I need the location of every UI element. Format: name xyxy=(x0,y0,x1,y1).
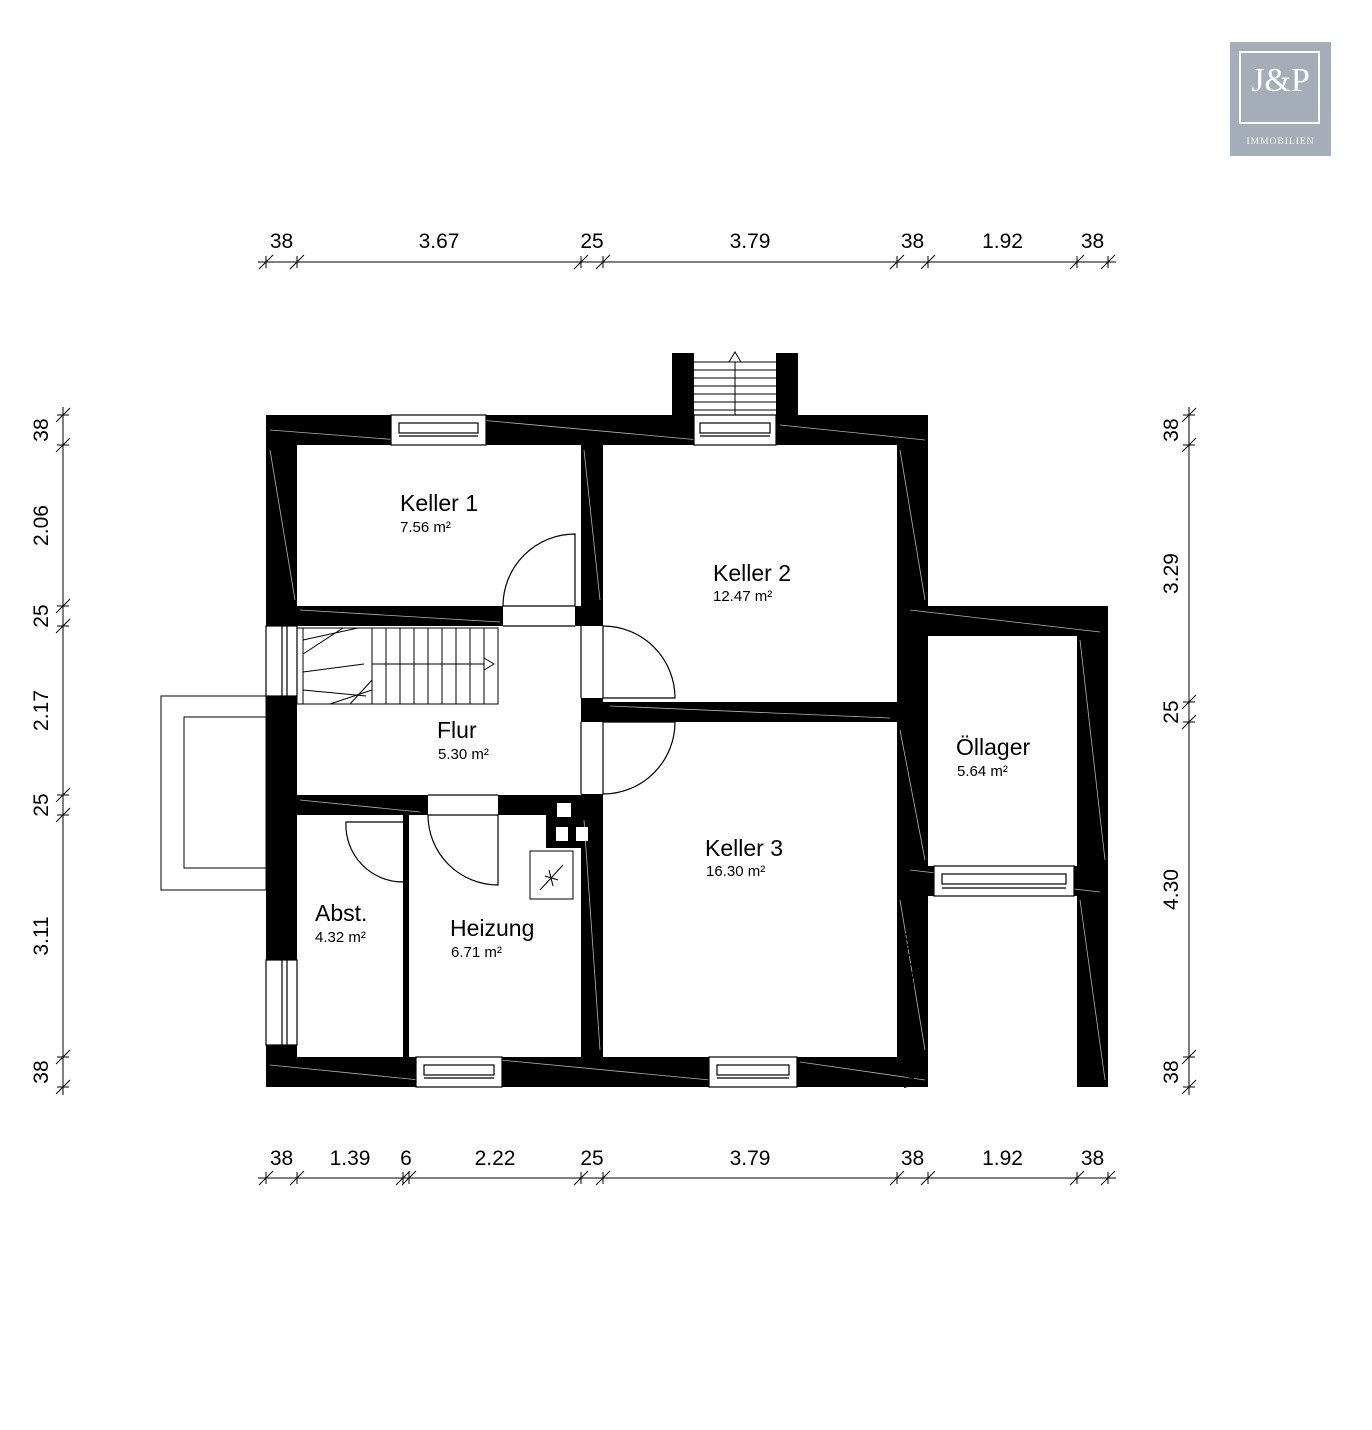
dimension-label: 38 xyxy=(30,1060,53,1083)
room-name-oellager: Öllager xyxy=(956,734,1030,760)
dimension-label: 25 xyxy=(580,1147,603,1170)
window-heizung xyxy=(415,1056,503,1088)
room-area-keller2: 12.47 m² xyxy=(713,588,772,605)
dimension-label: 25 xyxy=(1160,700,1183,723)
boiler xyxy=(529,850,574,900)
dimension-chain-bottom: 38 1.39 6 2.22 25 3.79 38 1.92 38 xyxy=(258,1147,1116,1186)
dimension-label: 38 xyxy=(270,230,293,253)
door-swing-abst xyxy=(345,821,404,883)
walls xyxy=(266,353,1108,1087)
dimension-label: 25 xyxy=(30,793,53,816)
dimension-chain-top: 38 3.67 25 3.79 38 1.92 38 xyxy=(258,230,1116,270)
windows xyxy=(265,414,1075,1088)
stairs-entry xyxy=(694,351,776,415)
dimension-label: 4.30 xyxy=(1160,869,1183,910)
dimension-chain-left: 38 2.06 25 2.17 25 3.11 38 xyxy=(30,407,71,1095)
dimension-label: 3.67 xyxy=(419,230,460,253)
window-abst-west xyxy=(265,959,298,1046)
dimension-label: 6 xyxy=(400,1147,412,1170)
door-swing-keller1 xyxy=(502,533,576,607)
dimension-label: 1.92 xyxy=(982,230,1023,253)
door-opening-keller2 xyxy=(581,626,603,698)
wall-entry-right xyxy=(776,353,798,445)
door-opening-keller3 xyxy=(581,722,603,794)
dimension-label: 38 xyxy=(901,1147,924,1170)
chimney xyxy=(546,800,602,848)
window-keller3 xyxy=(708,1056,798,1088)
dimension-label: 2.17 xyxy=(30,690,53,731)
logo-mark: J&P xyxy=(1251,62,1310,99)
door-opening-keller1 xyxy=(503,606,575,626)
dimension-label: 3.29 xyxy=(1160,553,1183,594)
dimension-label: 3.79 xyxy=(730,1147,771,1170)
room-area-oellager: 5.64 m² xyxy=(957,763,1008,780)
door-swings xyxy=(345,533,676,886)
window-oellager xyxy=(933,865,1075,897)
dimension-label: 38 xyxy=(1081,230,1104,253)
room-area-keller3: 16.30 m² xyxy=(706,863,765,880)
room-area-keller1: 7.56 m² xyxy=(400,519,451,536)
stairs-internal xyxy=(296,627,499,705)
light-well xyxy=(160,695,267,891)
room-labels: Keller 1 7.56 m² Keller 2 12.47 m² Flur … xyxy=(315,490,1030,961)
dimension-label: 1.92 xyxy=(982,1147,1023,1170)
room-name-flur: Flur xyxy=(437,717,477,743)
room-area-heizung: 6.71 m² xyxy=(451,944,502,961)
dimension-label: 25 xyxy=(30,604,53,627)
room-name-keller1: Keller 1 xyxy=(400,490,478,516)
doors xyxy=(428,605,604,816)
chimney-flues xyxy=(556,803,588,841)
wall-entry-left xyxy=(672,353,694,445)
watermark-text: www.grundriss.com xyxy=(898,932,918,1089)
dimension-label: 38 xyxy=(1160,1060,1183,1083)
window-keller1 xyxy=(390,414,487,446)
door-swing-heizung xyxy=(427,814,499,886)
dimension-label: 1.39 xyxy=(330,1147,371,1170)
window-flur-west xyxy=(265,625,298,697)
logo-frame xyxy=(1239,51,1320,124)
room-name-keller2: Keller 2 xyxy=(713,560,791,586)
logo-subtitle: IMMOBILIEN xyxy=(1246,137,1315,147)
wall-oellager-east xyxy=(1077,606,1108,1087)
room-name-abst: Abst. xyxy=(315,900,367,926)
dimension-label: 3.79 xyxy=(730,230,771,253)
dimension-label: 25 xyxy=(580,230,603,253)
wall-abst-heizung xyxy=(403,815,409,1057)
dimension-label: 38 xyxy=(270,1147,293,1170)
jp-immobilien-logo: J&P IMMOBILIEN xyxy=(1230,42,1331,156)
room-name-heizung: Heizung xyxy=(450,915,534,941)
dimension-label: 38 xyxy=(1160,418,1183,441)
dimension-label: 2.06 xyxy=(30,505,53,546)
dimension-label: 38 xyxy=(901,230,924,253)
dimension-chain-right: 38 3.29 25 4.30 38 xyxy=(1160,407,1197,1095)
wall-north xyxy=(266,415,928,445)
door-swing-keller3 xyxy=(602,721,676,795)
dimension-label: 2.22 xyxy=(475,1147,516,1170)
room-name-keller3: Keller 3 xyxy=(705,835,783,861)
window-entry xyxy=(693,414,777,446)
dimension-label: 38 xyxy=(1081,1147,1104,1170)
door-opening-heizung xyxy=(428,795,498,815)
wall-south xyxy=(266,1057,928,1087)
door-swing-keller2 xyxy=(602,625,676,699)
dimension-label: 3.11 xyxy=(30,916,53,955)
room-area-abst: 4.32 m² xyxy=(315,929,366,946)
dimension-label: 38 xyxy=(30,418,53,441)
room-area-flur: 5.30 m² xyxy=(438,746,489,763)
